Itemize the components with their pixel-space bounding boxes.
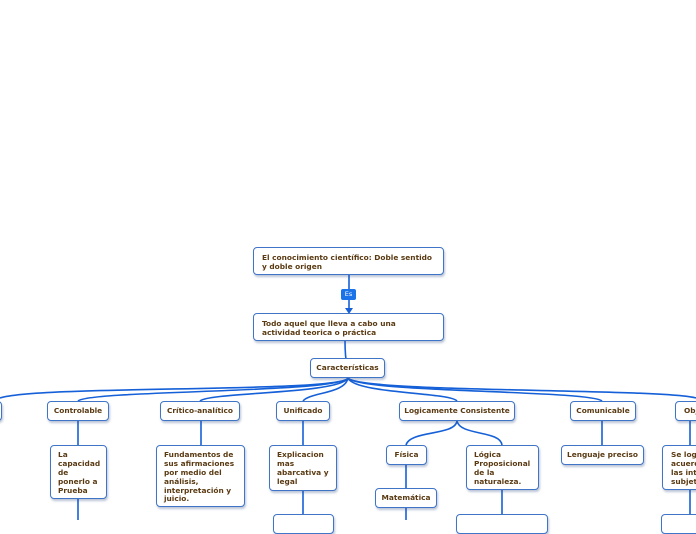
detail-text: Explicacion mas abarcativa y legal — [277, 450, 329, 486]
detail-node-controlable[interactable]: La capacidad de ponerlo a Prueba — [50, 445, 107, 499]
sub-node-text: Física — [394, 450, 419, 459]
branch-node-critico-analitico[interactable]: Crítico-analítico — [160, 401, 240, 421]
characteristics-node[interactable]: Características — [310, 358, 385, 378]
sub-node-text: Lógica Proposicional de la naturaleza. — [474, 450, 531, 486]
definition-node-text: Todo aquel que lleva a cabo una activida… — [262, 319, 396, 337]
root-node[interactable]: El conocimiento científico: Doble sentid… — [253, 247, 444, 275]
branch-node-unificado[interactable]: Unificado — [276, 401, 330, 421]
branch-node-logicamente-consistente[interactable]: Logicamente Consistente — [399, 401, 515, 421]
branch-node-comunicable[interactable]: Comunicable — [570, 401, 636, 421]
detail-node-unificado[interactable]: Explicacion mas abarcativa y legal — [269, 445, 337, 491]
definition-node[interactable]: Todo aquel que lleva a cabo una activida… — [253, 313, 444, 341]
root-node-text: El conocimiento científico: Doble sentid… — [262, 253, 433, 271]
branch-label: Comunicable — [576, 406, 630, 415]
detail-node-comunicable[interactable]: Lenguaje preciso — [561, 445, 644, 465]
branch-label: Unificado — [283, 406, 323, 415]
branch-label: Controlable — [53, 406, 103, 415]
detail-text: La capacidad de ponerlo a Prueba — [58, 450, 101, 495]
branch-node-offscreen-left[interactable] — [0, 401, 2, 421]
branch-node-objetivo[interactable]: Obj — [675, 401, 696, 421]
sub-node-logica-proposicional[interactable]: Lógica Proposicional de la naturaleza. — [466, 445, 539, 490]
sub-node-fisica[interactable]: Física — [386, 445, 427, 465]
edge-label-es: Es — [341, 289, 356, 300]
connector-lines — [0, 275, 696, 520]
sub-node-logica-child[interactable] — [456, 514, 548, 534]
detail-node-objetivo[interactable]: Se log acuerd las int subjet — [662, 445, 696, 490]
branch-node-controlable[interactable]: Controlable — [47, 401, 109, 421]
branch-label: Obj — [684, 406, 696, 415]
detail-text: Fundamentos de sus afirmaciones por medi… — [164, 450, 235, 504]
detail-node-unificado-child[interactable] — [273, 514, 334, 534]
sub-node-matematica[interactable]: Matemática — [375, 488, 437, 508]
detail-node-critico-analitico[interactable]: Fundamentos de sus afirmaciones por medi… — [156, 445, 245, 507]
detail-node-objetivo-child[interactable] — [661, 514, 696, 534]
characteristics-node-text: Características — [316, 363, 379, 372]
sub-node-text: Matemática — [381, 493, 431, 502]
detail-text: Se log acuerd las int subjet — [671, 450, 696, 486]
detail-text: Lenguaje preciso — [567, 450, 638, 459]
branch-label: Crítico-analítico — [166, 406, 234, 415]
branch-label: Logicamente Consistente — [404, 406, 510, 415]
